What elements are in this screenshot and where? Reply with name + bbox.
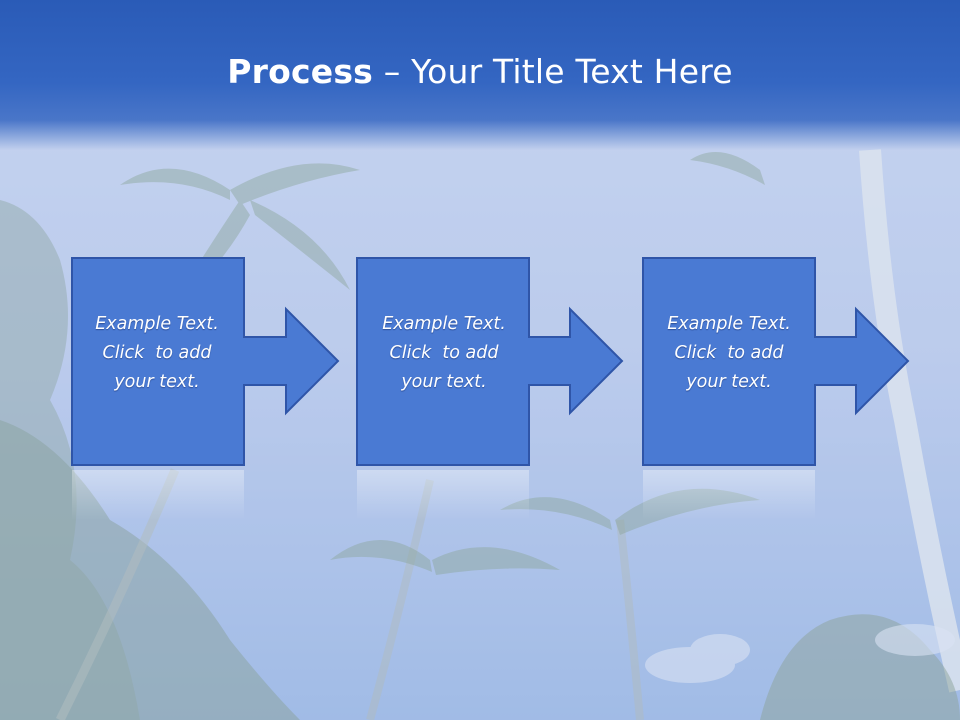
- step-text-line: Example Text.: [95, 314, 219, 334]
- process-step-1[interactable]: [71, 257, 340, 520]
- step-1-text[interactable]: Example Text. Click to add your text.: [70, 310, 244, 397]
- step-text-line: Example Text.: [667, 314, 791, 334]
- process-step-2[interactable]: [356, 257, 624, 520]
- step-text-line: Click to add: [674, 343, 784, 363]
- step-2-text[interactable]: Example Text. Click to add your text.: [357, 310, 531, 397]
- title-rest: – Your Title Text Here: [373, 52, 733, 91]
- step-text-line: Click to add: [389, 343, 499, 363]
- title-bold: Process: [227, 52, 374, 91]
- step-text-line: Click to add: [102, 343, 212, 363]
- step-text-line: your text.: [114, 372, 200, 392]
- step-text-line: your text.: [401, 372, 487, 392]
- step-3-text[interactable]: Example Text. Click to add your text.: [642, 310, 816, 397]
- step-text-line: Example Text.: [382, 314, 506, 334]
- title-bar: [0, 0, 960, 150]
- slide-title[interactable]: Process – Your Title Text Here: [0, 52, 960, 91]
- process-step-3[interactable]: [642, 257, 910, 520]
- step-text-line: your text.: [686, 372, 772, 392]
